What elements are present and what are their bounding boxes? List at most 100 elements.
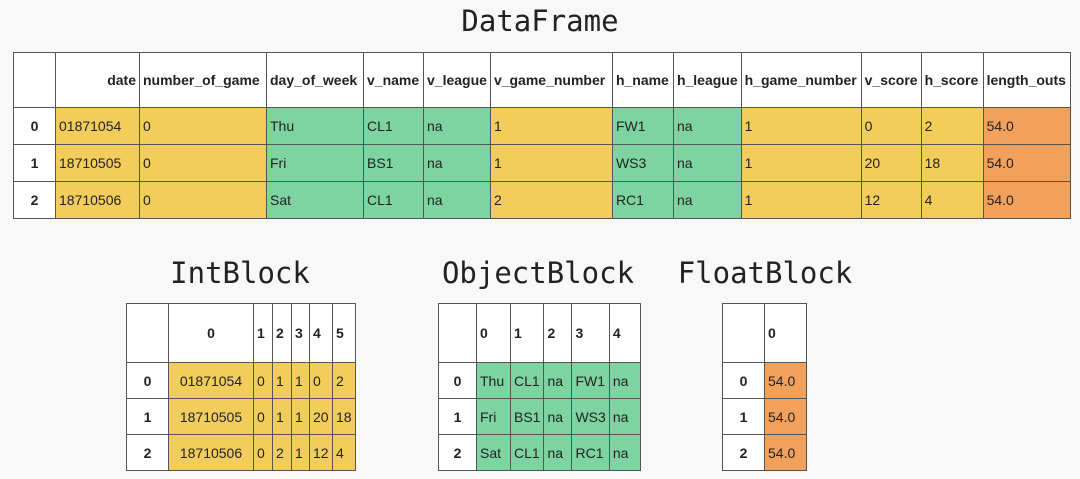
table-cell: 20 bbox=[309, 398, 333, 435]
table-cell: 1 bbox=[291, 362, 310, 399]
table-cell: 0 bbox=[253, 398, 273, 435]
row-index: 0 bbox=[126, 362, 169, 399]
column-header: date bbox=[55, 52, 140, 108]
table-cell: BS1 bbox=[509, 398, 545, 435]
column-header: 1 bbox=[509, 303, 545, 363]
column-header: v_score bbox=[860, 52, 922, 108]
table-cell: CL1 bbox=[509, 362, 545, 399]
row-index: 2 bbox=[13, 181, 56, 219]
table-cell: 18 bbox=[332, 398, 356, 435]
table-cell: FW1 bbox=[571, 362, 610, 399]
table-cell: Thu bbox=[476, 362, 511, 399]
table-cell: WS3 bbox=[611, 144, 674, 182]
column-header: v_league bbox=[423, 52, 491, 108]
column-header: v_name bbox=[363, 52, 424, 108]
table-cell: Fri bbox=[476, 398, 511, 435]
table-cell: 18710506 bbox=[55, 181, 140, 219]
table-cell: na bbox=[423, 144, 491, 182]
column-header: h_game_number bbox=[740, 52, 862, 108]
table-cell: 18 bbox=[920, 144, 984, 182]
table-cell: 1 bbox=[740, 107, 862, 145]
table-cell: Fri bbox=[266, 144, 364, 182]
row-index: 1 bbox=[438, 398, 477, 435]
column-header: v_game_number bbox=[489, 52, 613, 108]
table-cell: 1 bbox=[489, 144, 613, 182]
column-header: 1 bbox=[253, 303, 273, 363]
table-cell: 0 bbox=[139, 107, 267, 145]
table-cell: 01871054 bbox=[168, 362, 254, 399]
index-corner bbox=[126, 303, 169, 363]
row-index: 1 bbox=[13, 144, 56, 182]
table-cell: 54.0 bbox=[764, 362, 807, 399]
row-index: 0 bbox=[438, 362, 477, 399]
table-cell: na bbox=[608, 362, 641, 399]
table-cell: 0 bbox=[309, 362, 333, 399]
column-header: length_outs bbox=[982, 52, 1071, 108]
table-cell: na bbox=[543, 434, 573, 471]
table-cell: CL1 bbox=[363, 181, 424, 219]
table-cell: 54.0 bbox=[764, 398, 807, 435]
table-cell: FW1 bbox=[611, 107, 674, 145]
table-cell: 2 bbox=[920, 107, 984, 145]
table-cell: 2 bbox=[489, 181, 613, 219]
table-cell: Sat bbox=[266, 181, 364, 219]
table-cell: na bbox=[608, 398, 641, 435]
index-corner bbox=[13, 52, 56, 108]
table-cell: 54.0 bbox=[982, 144, 1071, 182]
table-cell: RC1 bbox=[611, 181, 674, 219]
table-cell: 18710506 bbox=[168, 434, 254, 471]
table-cell: Thu bbox=[266, 107, 364, 145]
table-cell: 54.0 bbox=[982, 181, 1071, 219]
index-corner bbox=[722, 303, 765, 363]
column-header: 4 bbox=[608, 303, 641, 363]
table-cell: na bbox=[543, 362, 573, 399]
table-cell: 2 bbox=[272, 434, 292, 471]
table-cell: Sat bbox=[476, 434, 511, 471]
objectblock-title: ObjectBlock bbox=[441, 256, 635, 290]
table-cell: BS1 bbox=[363, 144, 424, 182]
table-cell: 1 bbox=[291, 398, 310, 435]
table-cell: 1 bbox=[740, 144, 862, 182]
table-cell: na bbox=[543, 398, 573, 435]
table-cell: na bbox=[423, 181, 491, 219]
row-index: 2 bbox=[722, 434, 765, 471]
table-cell: 1 bbox=[489, 107, 613, 145]
header-row: 0 bbox=[722, 303, 807, 363]
table-cell: 1 bbox=[272, 398, 292, 435]
table-cell: RC1 bbox=[571, 434, 610, 471]
table-cell: 0 bbox=[253, 362, 273, 399]
table-cell: na bbox=[672, 107, 742, 145]
table-cell: 1 bbox=[740, 181, 862, 219]
row-index: 1 bbox=[722, 398, 765, 435]
index-corner bbox=[438, 303, 477, 363]
table-cell: 12 bbox=[309, 434, 333, 471]
table-cell: 0 bbox=[139, 181, 267, 219]
column-header: 3 bbox=[291, 303, 310, 363]
table-cell: 0 bbox=[253, 434, 273, 471]
table-cell: 1 bbox=[291, 434, 310, 471]
column-header: 0 bbox=[476, 303, 511, 363]
column-header: number_of_game bbox=[139, 52, 267, 108]
table-cell: na bbox=[423, 107, 491, 145]
row-index: 1 bbox=[126, 398, 169, 435]
table-cell: 18710505 bbox=[168, 398, 254, 435]
table-cell: WS3 bbox=[571, 398, 610, 435]
table-cell: 12 bbox=[860, 181, 922, 219]
row-index: 0 bbox=[722, 362, 765, 399]
column-header: 3 bbox=[571, 303, 610, 363]
column-header: h_league bbox=[672, 52, 742, 108]
